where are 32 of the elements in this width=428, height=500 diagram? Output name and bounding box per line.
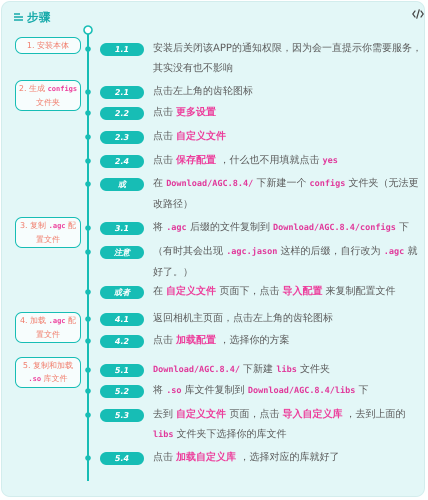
step-description: 去到 自定义文件 页面，点击 导入自定义库 ，去到上面的 libs 文件夹下选择你的库文件 bbox=[153, 407, 407, 442]
step-badge: 2.1 bbox=[100, 86, 144, 98]
step-badge: 4.2 bbox=[100, 334, 144, 348]
title: 步骤 bbox=[27, 10, 51, 25]
step-description: 点击左上角的齿轮图标 bbox=[153, 84, 254, 99]
step-badge: 5.4 bbox=[100, 452, 144, 464]
step-description: 在 自定义文件 页面下，点击 导入配置 来复制配置文件 bbox=[153, 284, 397, 299]
step-badge: 5.1 bbox=[100, 364, 144, 376]
step-badge: 或 bbox=[100, 178, 144, 190]
step-description: 点击 保存配置 ，什么也不用填就点击 yes bbox=[153, 154, 339, 168]
step-badge: 5.2 bbox=[100, 384, 144, 398]
step-badge: 5.3 bbox=[100, 408, 144, 422]
step-description: （有时其会出现 .agc.jason 这样的后缀，自行改为 .agc 就好了。） bbox=[153, 244, 418, 280]
step-badge: 2.4 bbox=[100, 154, 144, 168]
step-description: 点击 自定义文件 bbox=[153, 129, 228, 144]
step-description: 在 Download/AGC.8.4/ 下新建一个 configs 文件夹（无法更改路径） bbox=[153, 176, 420, 212]
step-description: 将 .agc 后缀的文件复制到 Download/AGC.8.4/configs 下 bbox=[153, 220, 410, 235]
step-description: 将 .so 库文件复制到 Download/AGC.8.4/libs 下 bbox=[153, 384, 370, 398]
step-group-box: 1. 安装本体 bbox=[15, 37, 81, 54]
step-description: Download/AGC.8.4/ 下新建 libs 文件夹 bbox=[153, 362, 332, 377]
step-badge: 2.2 bbox=[100, 106, 144, 120]
step-description: 点击 加载自定义库 ，选择对应的库就好了 bbox=[153, 450, 340, 465]
step-description: 点击 更多设置 bbox=[153, 106, 218, 120]
step-badge: 2.3 bbox=[100, 130, 144, 144]
step-description: 点击 加载配置 ，选择你的方案 bbox=[153, 334, 290, 348]
step-badge: 4.1 bbox=[100, 312, 144, 326]
step-description: 返回相机主页面，点击左上角的齿轮图标 bbox=[153, 312, 334, 326]
step-description: 安装后关闭该APP的通知权限，因为会一直提示你需要服务，其实没有也不影响 bbox=[153, 42, 423, 76]
step-badge: 注意 bbox=[100, 246, 144, 258]
step-badge: 或者 bbox=[100, 286, 144, 298]
step-badge: 1.1 bbox=[100, 42, 144, 56]
step-badge: 3.1 bbox=[100, 222, 144, 234]
